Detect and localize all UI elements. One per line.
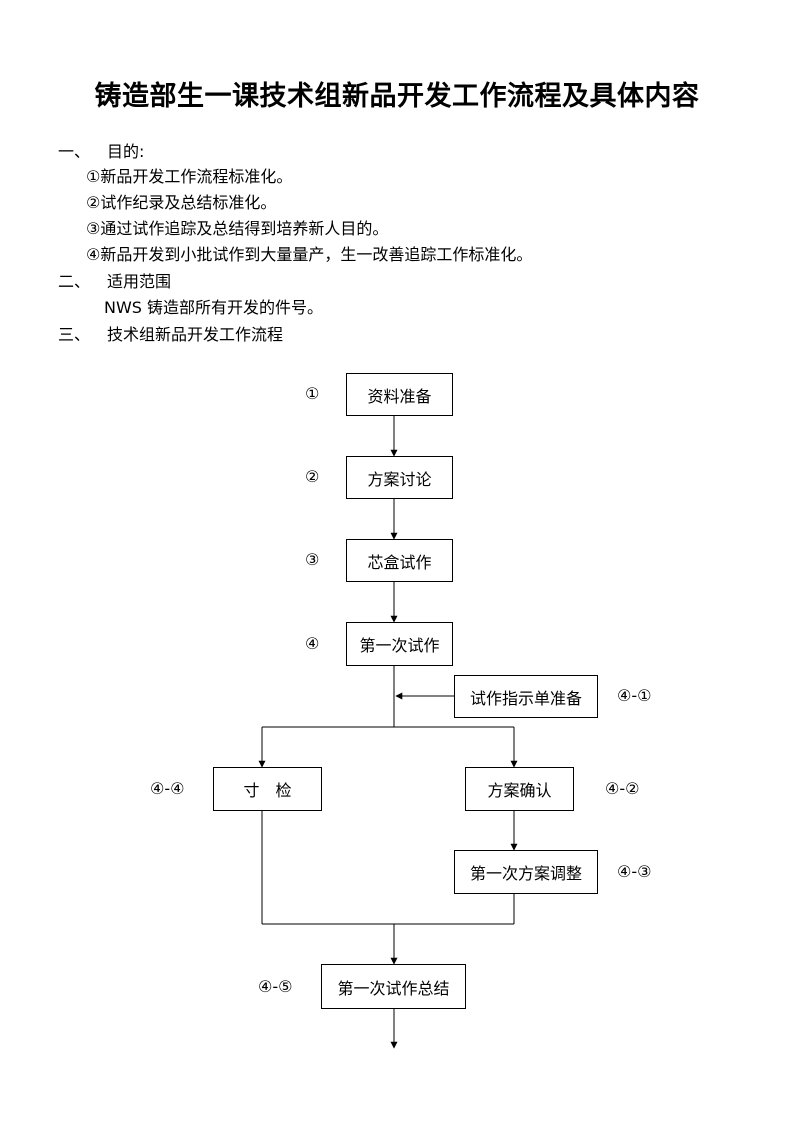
marker-inspect: ④-④	[150, 779, 185, 798]
document-title: 铸造部生一课技术组新品开发工作流程及具体内容	[94, 81, 700, 112]
step-discuss-box: 方案讨论	[346, 456, 453, 499]
purpose-item-4: ④新品开发到小批试作到大量量产，生一改善追踪工作标准化。	[86, 245, 533, 264]
step-core-box: 芯盒试作	[346, 539, 453, 582]
scope-body: NWS 铸造部所有开发的件号。	[104, 298, 324, 317]
purpose-item-3: ③通过试作追踪及总结得到培养新人目的。	[86, 219, 389, 238]
section-1-number: 一、	[58, 142, 91, 161]
step-confirm-box: 方案确认	[465, 767, 574, 811]
step-adjust-box: 第一次方案调整	[454, 850, 598, 894]
step-inspect-box: 寸 检	[213, 767, 322, 811]
step-trial1-box: 第一次试作	[346, 622, 453, 666]
step-summary-box: 第一次试作总结	[321, 964, 466, 1009]
marker-core: ③	[305, 550, 320, 569]
marker-prep: ①	[305, 384, 320, 403]
step-prep-box: 资料准备	[346, 373, 453, 416]
purpose-item-2: ②试作纪录及总结标准化。	[86, 193, 277, 212]
section-3-heading: 技术组新品开发工作流程	[107, 325, 284, 344]
marker-trial1: ④	[305, 634, 320, 653]
marker-instruction: ④-①	[617, 686, 652, 705]
purpose-item-1: ①新品开发工作流程标准化。	[86, 167, 293, 186]
marker-adjust: ④-③	[617, 862, 652, 881]
marker-summary: ④-⑤	[258, 977, 293, 996]
section-2-number: 二、	[58, 272, 91, 291]
section-1-heading: 目的:	[107, 142, 145, 161]
section-3-number: 三、	[58, 325, 91, 344]
section-2-heading: 适用范围	[107, 272, 172, 291]
marker-discuss: ②	[305, 467, 320, 486]
marker-confirm: ④-②	[605, 779, 640, 798]
step-instruction-box: 试作指示单准备	[454, 675, 598, 718]
